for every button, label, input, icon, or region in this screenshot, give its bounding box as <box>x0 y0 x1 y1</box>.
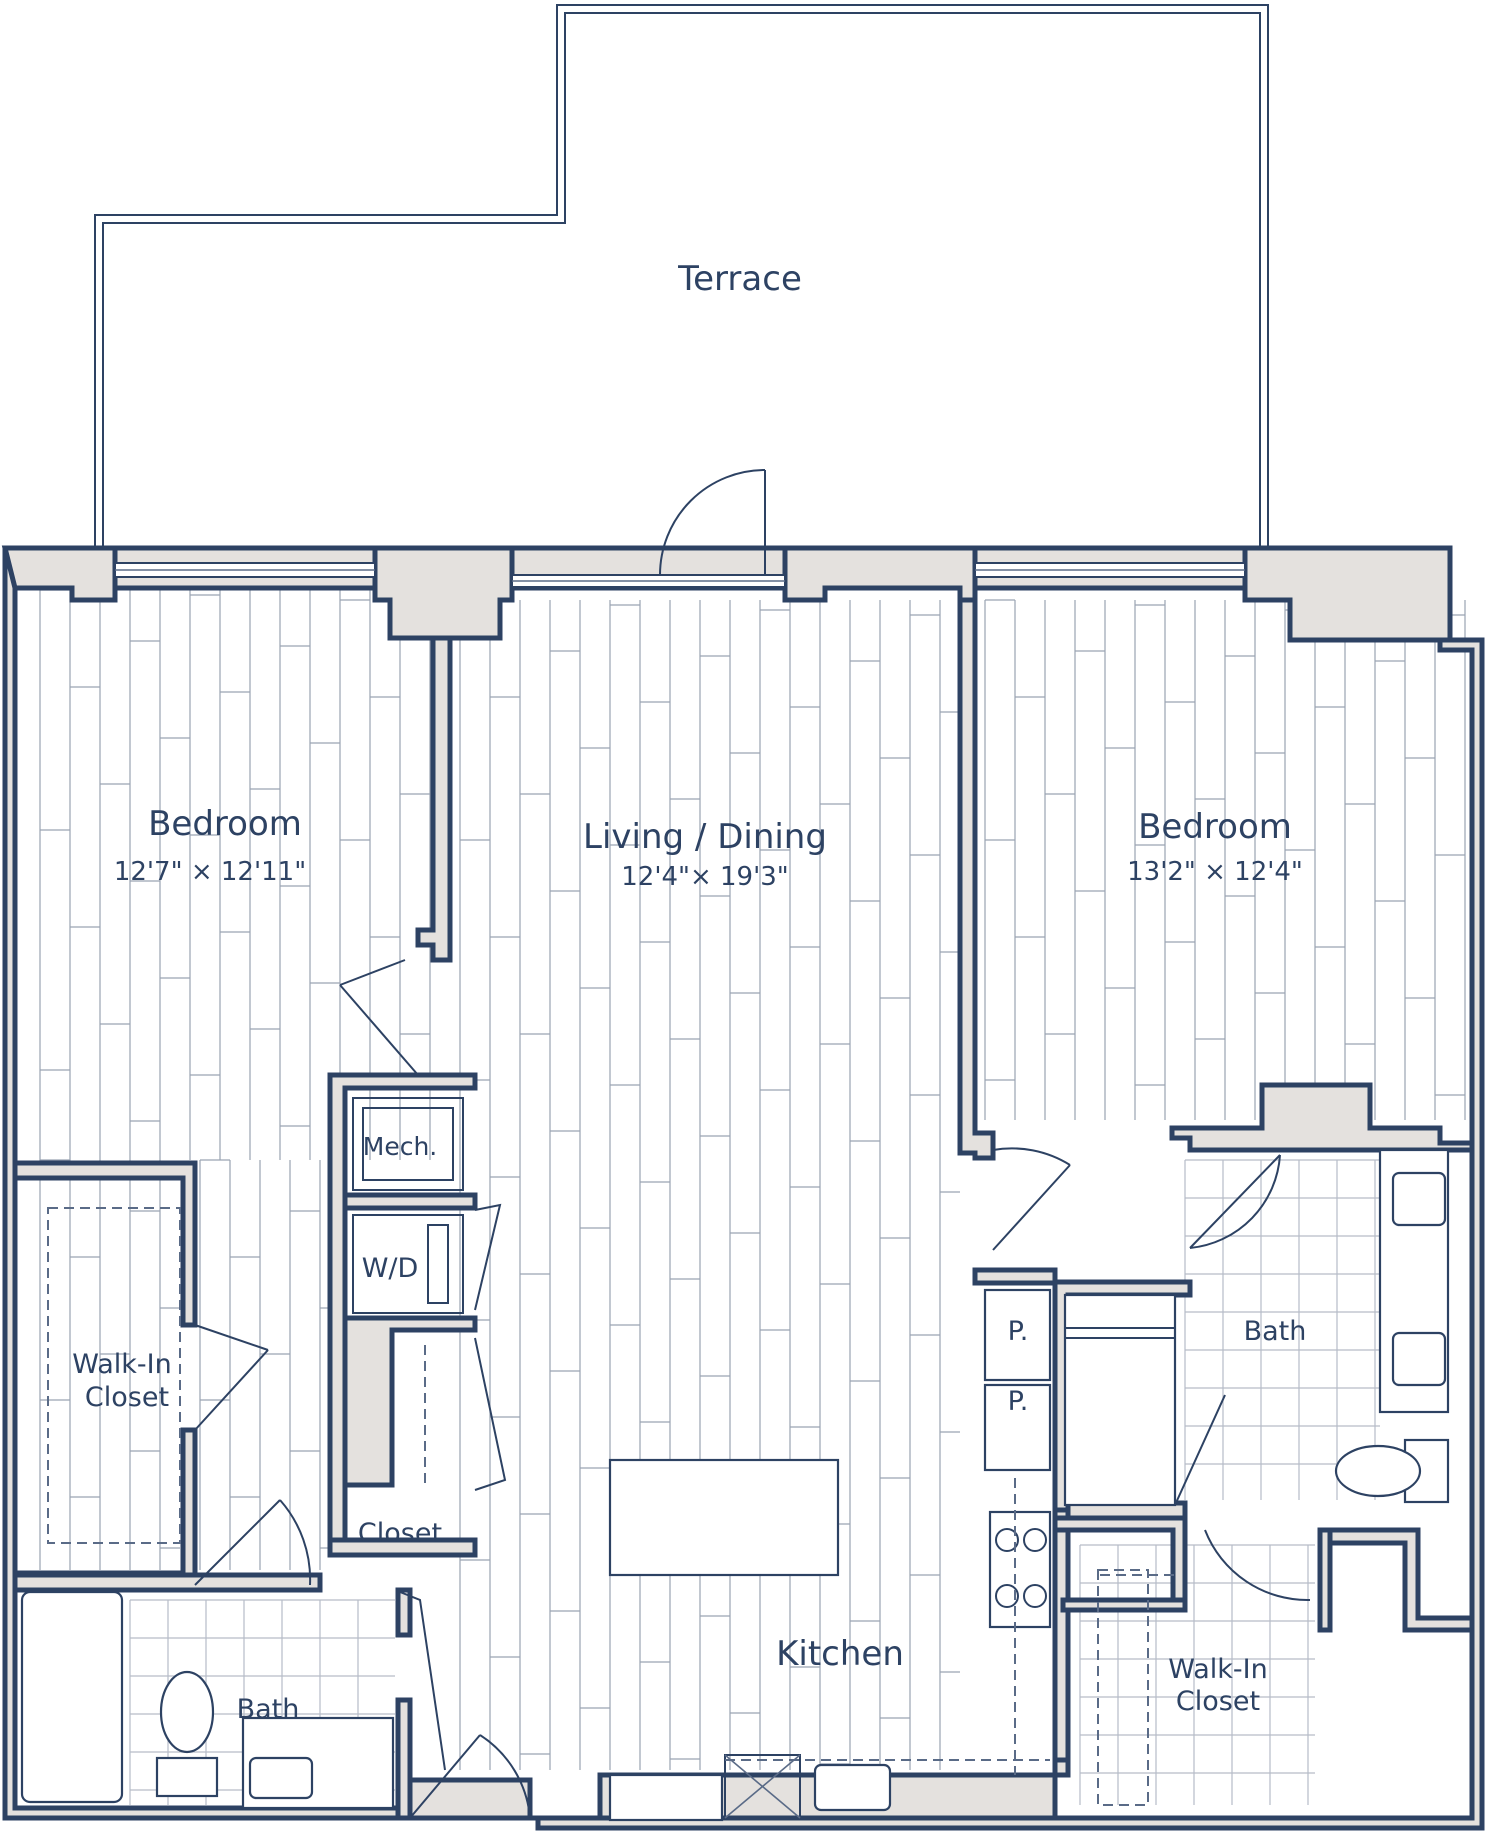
bath-right-label: Bath <box>1244 1316 1307 1347</box>
terrace-label: Terrace <box>677 259 802 299</box>
kitchen-label: Kitchen <box>776 1634 904 1674</box>
bedroom-left-label: Bedroom <box>148 804 302 844</box>
pantry-2-box <box>983 1383 1052 1472</box>
bath-right-fixtures <box>1063 1148 1450 1507</box>
walk-in-closet-shelf-right <box>1097 1569 1149 1806</box>
washer-dryer-label: W/D <box>362 1253 419 1284</box>
mech-closet <box>352 1097 464 1191</box>
bath-left-fixtures <box>20 1590 395 1810</box>
pantry-1-box <box>983 1288 1052 1382</box>
toilet-tank-left <box>155 1756 219 1798</box>
mech-label: Mech. <box>363 1132 438 1161</box>
pantry-1-label: P. <box>1008 1316 1029 1347</box>
walk-in-closet-left-label-2: Closet <box>85 1382 169 1413</box>
range <box>988 1510 1052 1629</box>
living-dining-dims: 12'4"× 19'3" <box>621 862 789 892</box>
toilet-bowl-left <box>159 1670 215 1754</box>
walk-in-closet-left-label-1: Walk-In <box>72 1349 171 1380</box>
windows <box>114 562 1246 588</box>
refrigerator <box>608 1773 724 1822</box>
room-labels: Terrace Bedroom 12'7" × 12'11" Living / … <box>72 259 1306 1725</box>
bathtub-left <box>20 1590 124 1804</box>
kitchen-island <box>608 1458 840 1577</box>
bedroom-right-dims: 13'2" × 12'4" <box>1127 857 1303 887</box>
doors <box>194 469 1311 1819</box>
dishwasher <box>724 1754 801 1819</box>
kitchen-sink <box>813 1763 892 1812</box>
pantry-2-label: P. <box>1008 1386 1029 1417</box>
bedroom-left-dims: 12'7" × 12'11" <box>114 857 306 887</box>
walk-in-closet-right-label-2: Closet <box>1176 1686 1260 1717</box>
living-dining-label: Living / Dining <box>583 817 827 857</box>
kitchen-fixtures <box>608 1288 1052 1822</box>
walk-in-closet-shelf-left <box>47 1207 181 1544</box>
toilet-bowl-right <box>1334 1444 1422 1498</box>
walk-in-closet-right-label-1: Walk-In <box>1168 1654 1267 1685</box>
sink-right-2 <box>1391 1331 1447 1387</box>
bath-left-label: Bath <box>237 1694 300 1725</box>
range-burners <box>995 1528 1047 1608</box>
sink-right-1 <box>1391 1171 1447 1227</box>
sink-left <box>248 1756 314 1800</box>
terrace-railing <box>94 4 1269 548</box>
shower-right <box>1063 1293 1177 1507</box>
closet-label: Closet <box>358 1518 442 1549</box>
bedroom-right-label: Bedroom <box>1138 807 1292 847</box>
washer-dryer <box>352 1214 464 1314</box>
wood-flooring <box>39 589 1466 1770</box>
